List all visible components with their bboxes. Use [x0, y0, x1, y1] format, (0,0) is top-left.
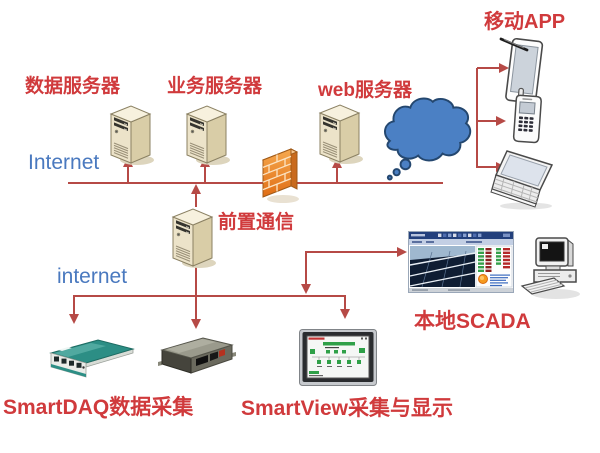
- web-server-icon: [313, 99, 365, 167]
- firewall-icon: [261, 148, 299, 203]
- scada-branch-line: [305, 251, 398, 285]
- lan-bus-line: [73, 295, 346, 315]
- arrow-to-scada-screen: [397, 247, 407, 257]
- mobile-phone-icon: [512, 87, 542, 144]
- arrow-to-phone: [496, 116, 506, 126]
- smartdaq-label: SmartDAQ数据采集: [3, 396, 194, 419]
- laptop-icon: [490, 150, 554, 210]
- scada-screenshot-icon: [408, 231, 514, 293]
- mobile-app-label: 移动APP: [484, 11, 566, 33]
- arrow-to-io-gateway: [191, 319, 201, 329]
- lan-internet-label: internet: [57, 265, 128, 288]
- front-comm-label: 前置通信: [218, 212, 295, 233]
- arrow-to-smartdaq: [69, 314, 79, 324]
- arrow-to-smartview: [340, 309, 350, 319]
- web-server-label: web服务器: [318, 80, 412, 101]
- smartview-label: SmartView采集与显示: [241, 397, 453, 420]
- smartview-panel-icon: [299, 329, 377, 386]
- data-server-label: 数据服务器: [25, 76, 121, 97]
- business-server-icon: [180, 100, 232, 168]
- business-server-label: 业务服务器: [167, 76, 263, 97]
- arrow-to-tablet: [499, 63, 509, 73]
- wan-internet-label: Internet: [28, 151, 100, 174]
- local-scada-label: 本地SCADA: [414, 310, 531, 333]
- arrow-front-comm-to-bus: [191, 184, 201, 194]
- stylus-icon: [499, 37, 529, 52]
- smartdaq-device-icon: [49, 339, 135, 378]
- io-gateway-device-icon: [158, 337, 236, 374]
- front-comm-server-icon: [166, 203, 218, 271]
- desktop-pc-icon: [520, 237, 580, 299]
- cloud-icon: [384, 97, 472, 181]
- arrow-to-lan-bus: [301, 284, 311, 294]
- data-server-icon: [104, 100, 156, 168]
